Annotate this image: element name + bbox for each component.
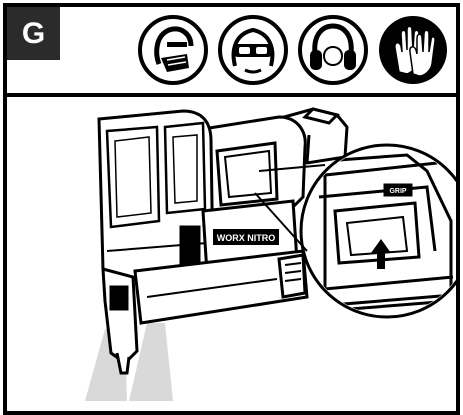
header-panel [3, 3, 460, 97]
step-letter: G [21, 16, 46, 50]
magazine [133, 249, 309, 325]
safety-glasses-icon [217, 14, 289, 86]
gloves-icon [377, 14, 449, 86]
step-badge: G [7, 7, 60, 60]
nailer-illustration: WORX NITRO [7, 101, 456, 411]
brand-label: WORX NITRO [217, 233, 276, 243]
instruction-frame [3, 3, 460, 415]
grip-label: GRIP [389, 188, 406, 195]
ear-protection-icon [297, 14, 369, 86]
inset-detail: GRIP [299, 143, 456, 319]
light-beam-right [129, 323, 173, 401]
up-arrow-icon [371, 239, 391, 269]
handle [201, 115, 307, 221]
dust-mask-icon [137, 14, 209, 86]
pointer-line-top [258, 164, 326, 172]
nosepiece [101, 267, 139, 375]
pointer-line-bottom [254, 192, 308, 252]
